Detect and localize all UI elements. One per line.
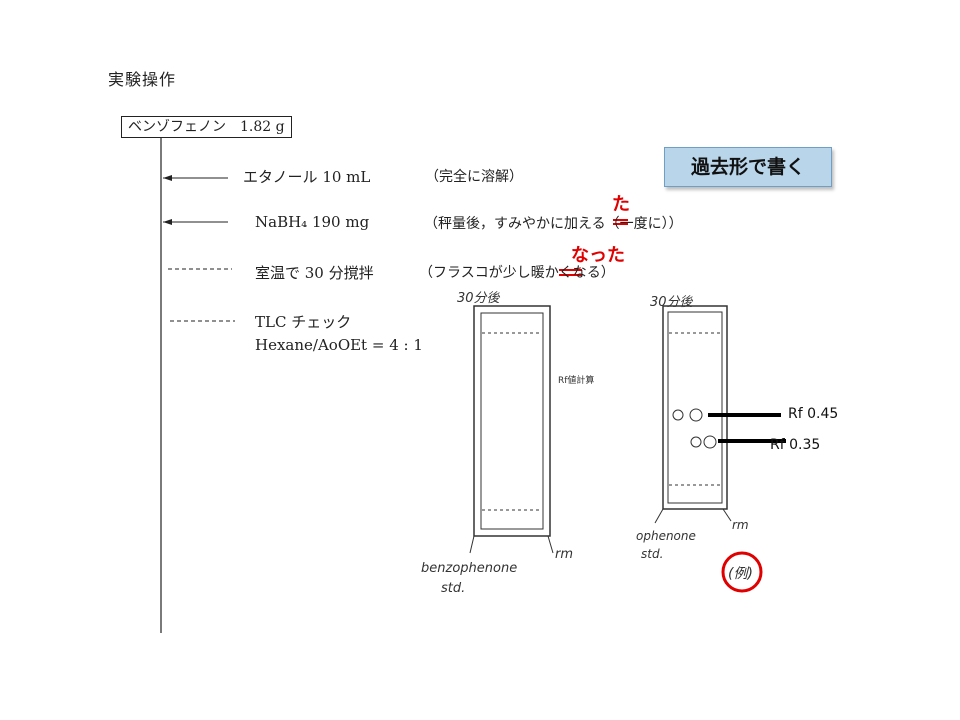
tlc-plate-right-outer <box>662 305 728 510</box>
tlc-right-lead-2 <box>722 508 732 522</box>
step-2-struck: る <box>591 216 606 232</box>
step-4-condition: Hexane/AoOEt = 4 : 1 <box>255 336 423 354</box>
step-1-note: （完全に溶解） <box>425 169 523 185</box>
tlc-left-std-label-2: std. <box>441 581 466 596</box>
section-heading: 実験操作 <box>108 70 177 89</box>
step-2-note: （秤量後，すみやかに加える（一度に）） <box>424 213 683 233</box>
reagent-box: ベンゾフェノン 1.82 g <box>121 116 292 138</box>
tlc-plate-right-inner <box>667 311 723 504</box>
step-1-label: エタノール 10 mL <box>243 168 371 186</box>
arrow-head-1 <box>163 175 172 181</box>
tlc-spot <box>703 435 717 449</box>
example-circle <box>721 551 763 593</box>
example-label: (例) <box>728 566 753 582</box>
tlc-spot <box>689 408 703 422</box>
step-2-note-tail: （一度に）） <box>605 216 683 232</box>
tlc-spot <box>672 409 684 421</box>
tlc-plate-left-inner <box>480 312 544 530</box>
step-3-note-main: （フラスコが少し暖かく <box>419 265 573 281</box>
tlc-left-std-label: benzophenone <box>421 561 518 576</box>
tlc-plate-left-outer <box>473 305 551 537</box>
tlc-left-title: 30分後 <box>457 291 500 306</box>
rf-calc-note: Rf値計算 <box>558 376 595 386</box>
step-4-label: TLC チェック <box>255 313 352 331</box>
correction-ta: た <box>612 194 630 215</box>
step-3-note-tail: ） <box>600 265 615 281</box>
tlc-left-lead-1 <box>469 535 475 554</box>
tlc-left-rm-label: rm <box>555 547 574 562</box>
arrow-head-2 <box>163 219 172 225</box>
step-2-label: NaBH₄ 190 mg <box>255 213 370 231</box>
step-3-label: 室温で 30 分撹拌 <box>255 264 374 282</box>
tlc-left-lead-2 <box>547 535 554 554</box>
callout-past-tense: 過去形で書く <box>664 147 832 187</box>
tlc-right-rm-label: rm <box>732 518 749 532</box>
step-3-struck: なる <box>572 265 601 281</box>
correction-natta: なった <box>571 245 625 266</box>
tlc-right-std-label-2: std. <box>641 547 664 561</box>
tlc-right-title: 30分後 <box>650 295 693 310</box>
tlc-right-lead-1 <box>654 508 664 524</box>
rf-label-upper: Rf 0.45 <box>788 406 839 422</box>
tlc-spot <box>690 436 702 448</box>
rf-label-lower: Rf 0.35 <box>770 437 821 453</box>
step-3-note: （フラスコが少し暖かくなる） <box>419 262 615 282</box>
tlc-right-std-label: ophenone <box>636 529 696 543</box>
step-2-note-main: （秤量後，すみやかに加え <box>424 216 592 232</box>
